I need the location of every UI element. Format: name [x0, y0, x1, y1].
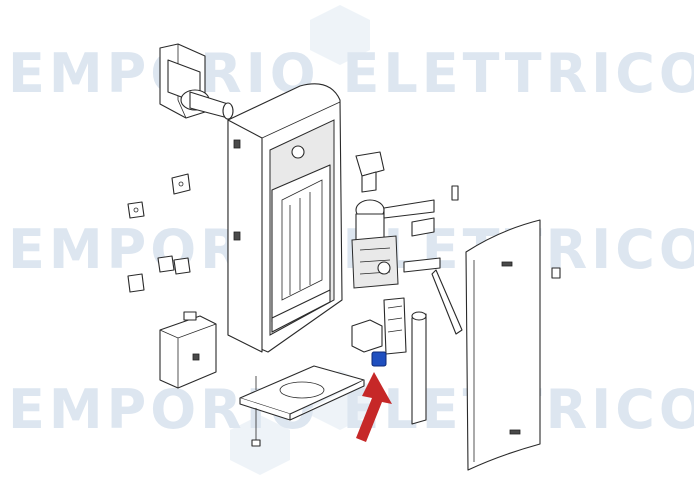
transformer	[351, 319, 383, 353]
foundation-plate	[239, 365, 365, 447]
control-unit-box	[159, 311, 217, 389]
watermark-text-top: EMPORIO ELETTRICO	[8, 42, 694, 105]
indicator-arrow	[356, 372, 392, 442]
electronic-board	[383, 297, 407, 355]
barrier-cabinet	[227, 83, 343, 353]
watermark-text-middle: EMPORIO ELETTRICO	[8, 218, 694, 281]
fixing-plates	[127, 173, 191, 293]
motor-assembly	[351, 151, 399, 289]
highlighted-part	[371, 351, 387, 367]
mounting-bracket	[159, 43, 234, 120]
side-cover-panel	[465, 219, 561, 471]
linkage-rods	[383, 185, 463, 335]
balancing-spring	[411, 311, 427, 425]
